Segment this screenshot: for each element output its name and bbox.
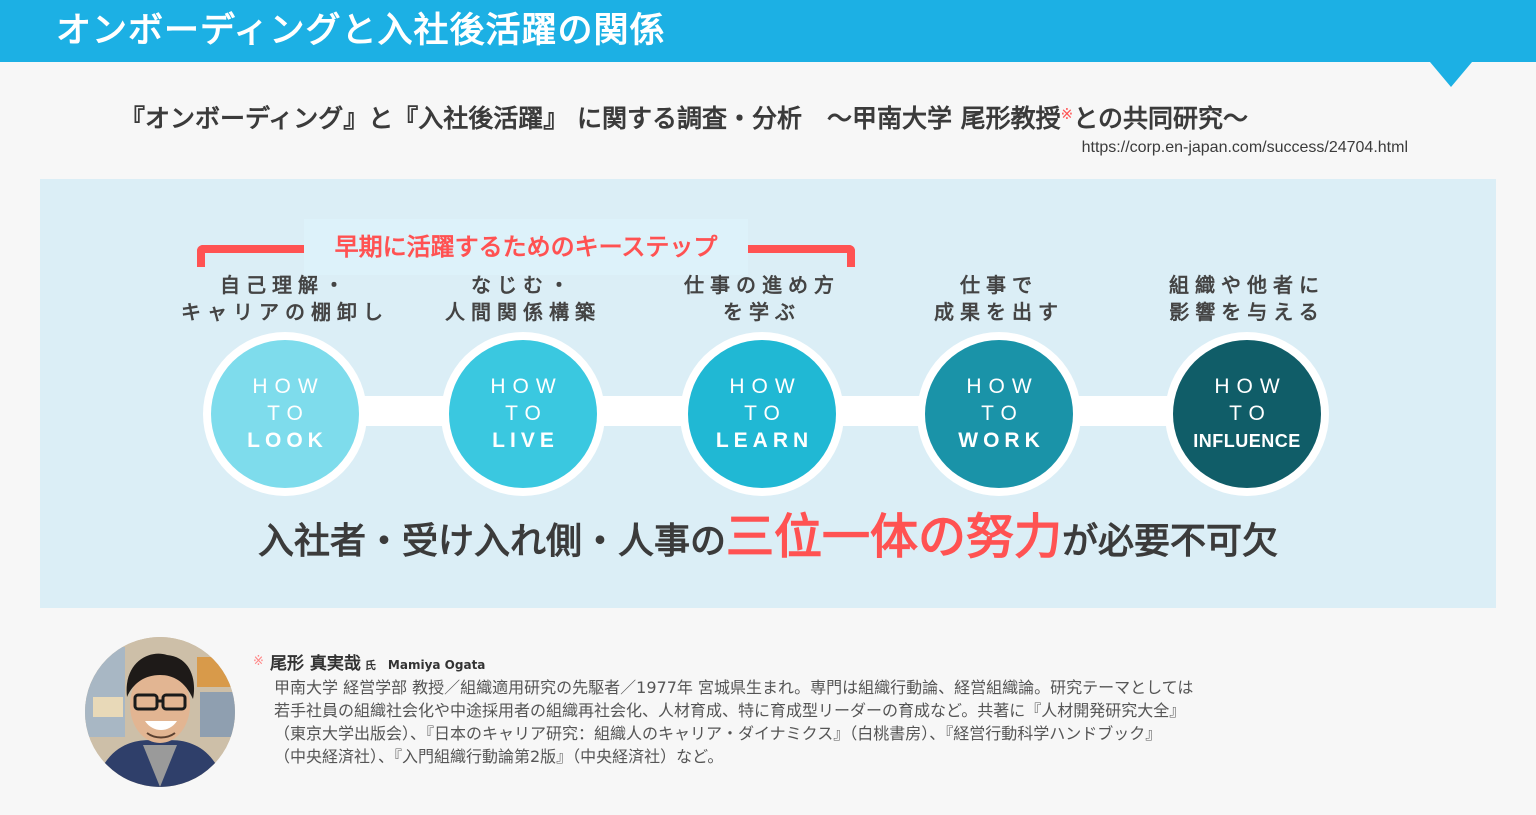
step-how: HOW: [1214, 375, 1287, 398]
step-circle-ring: HOW TO LOOK: [203, 332, 367, 496]
person-photo-icon: [85, 637, 235, 787]
step-how: HOW: [490, 375, 563, 398]
step-to: TO: [744, 402, 787, 425]
subtitle: 『オンボーディング』と『入社後活躍』 に関する調査・分析 ～甲南大学 尾形教授※…: [120, 94, 1248, 139]
step-circle: HOW TO INFLUENCE: [1173, 340, 1321, 488]
step-how: HOW: [252, 375, 325, 398]
page-title: オンボーディングと入社後活躍の関係: [56, 11, 666, 51]
step-caption-line2: 成果を出す: [934, 300, 1064, 324]
step-verb: LIVE: [492, 429, 559, 452]
step-caption: 仕事で 成果を出す: [879, 272, 1119, 332]
step-caption-line1: 仕事で: [960, 273, 1038, 297]
keystep-label-background: [304, 219, 748, 275]
profile-footnote-mark: ※: [253, 654, 264, 669]
step-circle-ring: HOW TO LEARN: [680, 332, 844, 496]
step-how: HOW: [966, 375, 1039, 398]
step-caption-line1: 仕事の進め方: [684, 273, 840, 297]
subtitle-main: 『オンボーディング』と『入社後活躍』 に関する調査・分析 ～甲南大学 尾形教授: [120, 104, 1061, 133]
profile-name-roman: Mamiya Ogata: [387, 658, 486, 672]
step-caption: なじむ・ 人間関係構築: [403, 272, 643, 332]
step-caption-line1: 組織や他者に: [1169, 273, 1325, 297]
slogan-suffix: が必要不可欠: [1062, 521, 1279, 562]
profile-name-ja: 尾形 真実哉: [270, 654, 361, 674]
step-how-to-work: 仕事で 成果を出す HOW TO WORK: [879, 272, 1119, 496]
step-verb: INFLUENCE: [1193, 431, 1301, 451]
step-verb: WORK: [958, 429, 1045, 452]
step-circle-ring: HOW TO LIVE: [441, 332, 605, 496]
slogan-emphasis: 三位一体の努力: [725, 509, 1062, 565]
step-caption: 仕事の進め方 を学ぶ: [642, 272, 882, 332]
keystep-label: 早期に活躍するためのキーステップ: [334, 233, 718, 261]
step-caption: 自己理解・ キャリアの棚卸し: [165, 272, 405, 332]
step-caption-line2: を学ぶ: [723, 300, 801, 324]
step-how-to-look: 自己理解・ キャリアの棚卸し HOW TO LOOK: [165, 272, 405, 496]
step-how-to-live: なじむ・ 人間関係構築 HOW TO LIVE: [403, 272, 643, 496]
step-to: TO: [1229, 402, 1272, 425]
slogan-prefix: 入社者・受け入れ側・人事の: [257, 521, 726, 562]
step-to: TO: [267, 402, 310, 425]
step-circle: HOW TO LEARN: [688, 340, 836, 488]
step-how: HOW: [729, 375, 802, 398]
step-circle-ring: HOW TO WORK: [917, 332, 1081, 496]
step-circle: HOW TO LIVE: [449, 340, 597, 488]
avatar: [85, 637, 235, 787]
header-notch-decoration: [1430, 62, 1472, 87]
step-circle: HOW TO WORK: [925, 340, 1073, 488]
profile-bio: 甲南大学 経営学部 教授／組織適用研究の先駆者／1977年 宮城県生まれ。専門は…: [274, 676, 1394, 768]
profile-bio-line: （東京大学出版会）、『日本のキャリア研究：組織人のキャリア・ダイナミクス』（白桃…: [274, 724, 1162, 743]
slogan: 入社者・受け入れ側・人事の三位一体の努力が必要不可欠: [0, 507, 1536, 572]
step-circle-ring: HOW TO INFLUENCE: [1165, 332, 1329, 496]
step-caption-line1: 自己理解・: [220, 273, 350, 297]
subtitle-tail: との共同研究～: [1073, 104, 1249, 133]
step-circle: HOW TO LOOK: [211, 340, 359, 488]
step-verb: LOOK: [247, 429, 328, 452]
step-to: TO: [981, 402, 1024, 425]
step-caption-line2: 影響を与える: [1169, 300, 1325, 324]
profile-bio-line: （中央経済社）、『入門組織行動論第2版』（中央経済社）など。: [274, 747, 724, 766]
profile-bio-line: 甲南大学 経営学部 教授／組織適用研究の先駆者／1977年 宮城県生まれ。専門は…: [274, 678, 1194, 697]
step-to: TO: [505, 402, 548, 425]
footnote-mark: ※: [1060, 105, 1074, 123]
step-caption-line2: 人間関係構築: [445, 300, 601, 324]
header-bar: オンボーディングと入社後活躍の関係: [0, 0, 1536, 62]
step-how-to-learn: 仕事の進め方 を学ぶ HOW TO LEARN: [642, 272, 882, 496]
source-url: https://corp.en-japan.com/success/24704.…: [1081, 139, 1408, 156]
step-caption-line1: なじむ・: [471, 273, 575, 297]
step-caption: 組織や他者に 影響を与える: [1127, 272, 1367, 332]
step-verb: LEARN: [715, 429, 814, 452]
profile-bio-line: 若手社員の組織社会化や中途採用者の組織再社会化、人材育成、特に育成型リーダーの育…: [274, 701, 1186, 720]
step-how-to-influence: 組織や他者に 影響を与える HOW TO INFLUENCE: [1127, 272, 1367, 496]
profile-name: 尾形 真実哉氏 Mamiya Ogata: [270, 652, 485, 678]
step-caption-line2: キャリアの棚卸し: [181, 300, 389, 324]
profile-honorific: 氏: [364, 659, 376, 672]
